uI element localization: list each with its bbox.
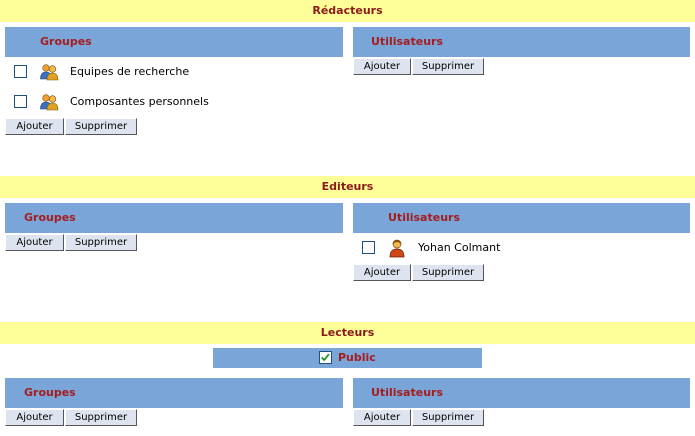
remove-group-button[interactable]: Supprimer (65, 409, 137, 426)
users-header: Utilisateurs (353, 203, 690, 233)
public-label: Public (338, 351, 376, 364)
section-title-editeurs: Editeurs (0, 176, 695, 198)
list-item: Equipes de recherche (14, 62, 334, 82)
remove-group-button[interactable]: Supprimer (65, 118, 137, 135)
add-user-button[interactable]: Ajouter (353, 409, 411, 426)
add-group-button[interactable]: Ajouter (5, 409, 64, 426)
check-icon (321, 353, 330, 361)
groups-header: Groupes (5, 203, 343, 233)
add-user-button[interactable]: Ajouter (353, 264, 411, 281)
users-header-label: Utilisateurs (388, 211, 460, 224)
remove-group-button[interactable]: Supprimer (65, 234, 137, 251)
group-name: Composantes personnels (70, 95, 209, 108)
remove-user-button[interactable]: Supprimer (412, 409, 484, 426)
remove-user-button[interactable]: Supprimer (412, 264, 484, 281)
section-title-lecteurs: Lecteurs (0, 322, 695, 344)
groups-header-label: Groupes (40, 35, 92, 48)
users-header: Utilisateurs (353, 27, 690, 57)
users-header-label: Utilisateurs (371, 386, 443, 399)
users-header: Utilisateurs (353, 378, 690, 408)
user-name: Yohan Colmant (418, 241, 501, 254)
user-checkbox[interactable] (362, 241, 375, 254)
group-icon (40, 64, 59, 81)
add-user-button[interactable]: Ajouter (353, 58, 411, 75)
groups-header-label: Groupes (24, 211, 76, 224)
public-checkbox[interactable] (319, 350, 333, 364)
list-item: Composantes personnels (14, 92, 334, 112)
users-header-label: Utilisateurs (371, 35, 443, 48)
groups-header: Groupes (5, 27, 343, 57)
groups-header: Groupes (5, 378, 343, 408)
group-name: Equipes de recherche (70, 65, 190, 78)
groups-header-label: Groupes (24, 386, 76, 399)
user-icon (389, 239, 405, 258)
add-group-button[interactable]: Ajouter (5, 118, 64, 135)
list-item: Yohan Colmant (362, 238, 682, 258)
group-checkbox[interactable] (14, 65, 27, 78)
public-bar: Public (213, 348, 482, 368)
group-icon (40, 94, 59, 111)
section-title-redacteurs: Rédacteurs (0, 0, 695, 22)
group-checkbox[interactable] (14, 95, 27, 108)
add-group-button[interactable]: Ajouter (5, 234, 64, 251)
remove-user-button[interactable]: Supprimer (412, 58, 484, 75)
